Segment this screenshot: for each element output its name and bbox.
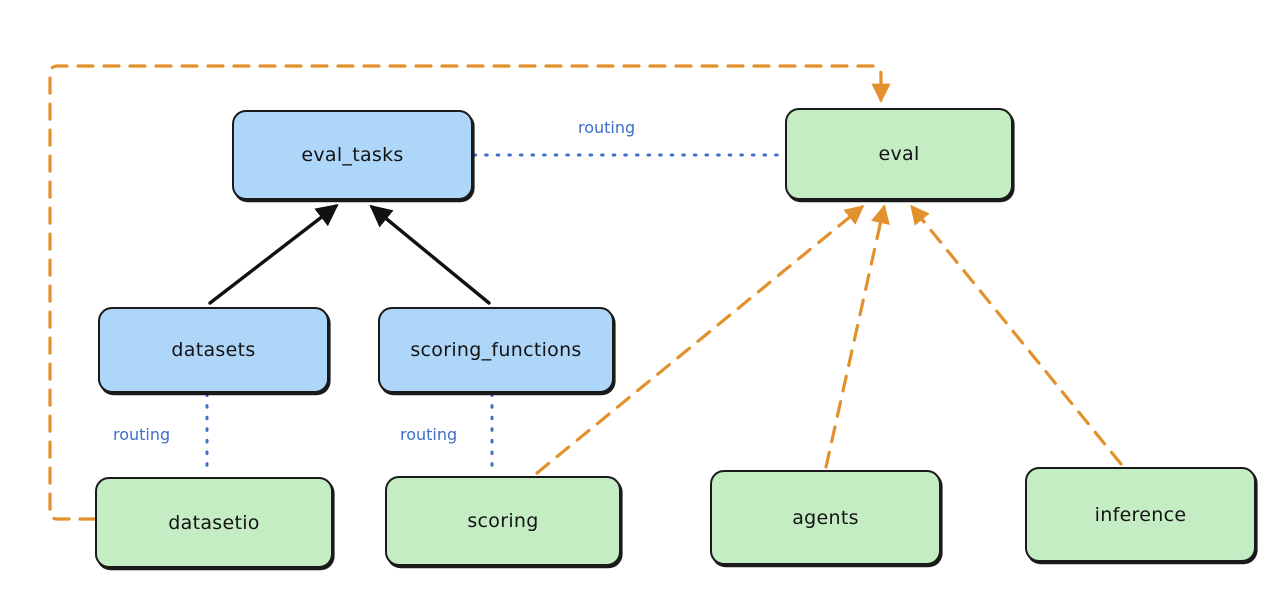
node-label-inference: inference: [1094, 503, 1187, 526]
edge-inference-to-eval: [910, 204, 1123, 466]
edge-datasetio-to-eval: [48, 64, 891, 521]
node-agents[interactable]: agents: [710, 470, 941, 565]
edge-label-routing-eval_tasks-eval: routing: [578, 118, 636, 137]
node-eval_tasks[interactable]: eval_tasks: [232, 110, 473, 200]
edge-datasets-to-eval_tasks: [208, 203, 339, 305]
node-label-eval: eval: [878, 143, 920, 165]
node-inference[interactable]: inference: [1025, 467, 1256, 562]
node-label-datasetio: datasetio: [168, 511, 260, 534]
node-eval[interactable]: eval: [785, 108, 1013, 200]
node-scoring_functions[interactable]: scoring_functions: [378, 307, 614, 393]
node-label-datasets: datasets: [171, 339, 256, 361]
node-scoring[interactable]: scoring: [385, 476, 621, 566]
node-label-scoring_functions: scoring_functions: [410, 339, 582, 361]
edge-label-routing-scoring_functions-scoring: routing: [400, 425, 458, 444]
edge-scoring-to-eval: [535, 205, 865, 475]
node-datasetio[interactable]: datasetio: [95, 477, 333, 568]
node-label-eval_tasks: eval_tasks: [301, 144, 404, 166]
node-datasets[interactable]: datasets: [98, 307, 329, 393]
edge-scoring_functions-to-eval_tasks: [369, 204, 491, 305]
node-label-agents: agents: [792, 506, 859, 529]
edge-agents-to-eval: [824, 204, 890, 469]
edge-label-routing-datasets-datasetio: routing: [113, 425, 171, 444]
node-label-scoring: scoring: [467, 510, 539, 532]
